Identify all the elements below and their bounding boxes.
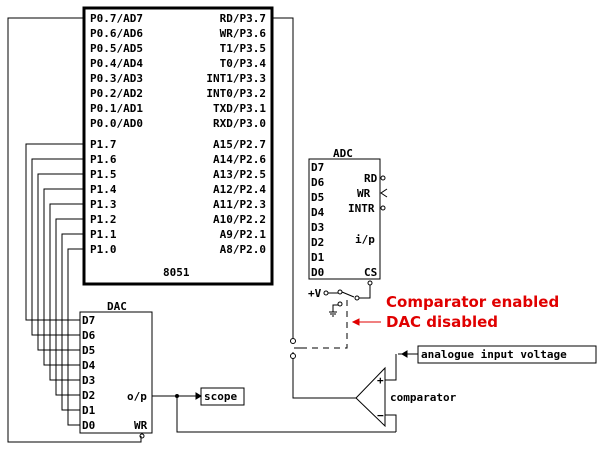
wire-comp-out bbox=[292, 352, 356, 399]
dac-box bbox=[79, 311, 153, 434]
adc-data-pin: D1 bbox=[311, 251, 325, 264]
mcu-p1-pin: P1.5 bbox=[90, 168, 117, 181]
mcu-p0-pin: P0.1/AD1 bbox=[90, 102, 143, 115]
mcu-p1-pin: P1.2 bbox=[90, 213, 117, 226]
dac-wr: WR bbox=[134, 419, 148, 432]
wire-p37 bbox=[272, 17, 294, 338]
mcu-p3-pin: INT1/P3.3 bbox=[206, 72, 266, 85]
mcu-p3-pin: RD/P3.7 bbox=[220, 12, 266, 25]
mcu-name: 8051 bbox=[163, 266, 190, 279]
mcu-p0-pin: P0.0/AD0 bbox=[90, 117, 143, 130]
mcu-p3-pin: T0/P3.4 bbox=[220, 57, 267, 70]
wire-p07-dac-wr bbox=[7, 17, 142, 443]
adc-name: ADC bbox=[333, 147, 353, 160]
mcu-p1-pin: P1.0 bbox=[90, 243, 117, 256]
adc-data-pin: D4 bbox=[311, 206, 325, 219]
mcu-8051-box bbox=[82, 6, 274, 286]
dac-name: DAC bbox=[107, 300, 127, 313]
adc-data-pin: D2 bbox=[311, 236, 324, 249]
mcu-p0-pin: P0.5/AD5 bbox=[90, 42, 143, 55]
comparator-symbol bbox=[355, 366, 386, 428]
adc-cs: CS bbox=[364, 266, 377, 279]
scope-label: scope bbox=[204, 390, 237, 403]
wire-p1-dac bbox=[37, 173, 84, 351]
mcu-p3-pin: TXD/P3.1 bbox=[213, 102, 266, 115]
mcu-p3-pin: RXD/P3.0 bbox=[213, 117, 266, 130]
mcu-p2-pin: A15/P2.7 bbox=[213, 138, 266, 151]
adc-data-pin: D6 bbox=[311, 176, 325, 189]
dac-op: o/p bbox=[127, 390, 147, 403]
mcu-p0-pin: P0.3/AD3 bbox=[90, 72, 143, 85]
dac-data-pin: D3 bbox=[82, 374, 95, 387]
mcu-p0-pin: P0.2/AD2 bbox=[90, 87, 143, 100]
mcu-p0-pin: P0.4/AD4 bbox=[90, 57, 143, 70]
mcu-p0-pin: P0.6/AD6 bbox=[90, 27, 143, 40]
scope-box bbox=[200, 387, 245, 406]
dac-data-pin: D7 bbox=[82, 314, 95, 327]
wire-p1-dac bbox=[61, 233, 84, 411]
dac-data-pin: D4 bbox=[82, 359, 96, 372]
comparator-plus: + bbox=[377, 374, 384, 387]
mcu-p1-pin: P1.6 bbox=[90, 153, 117, 166]
comparator-label: comparator bbox=[390, 391, 457, 404]
mcu-p2-pin: A9/P2.1 bbox=[220, 228, 267, 241]
adc-data-pin: D3 bbox=[311, 221, 324, 234]
mcu-p1-pin: P1.1 bbox=[90, 228, 117, 241]
comparator-minus: − bbox=[377, 409, 384, 422]
adc-data-pin: D7 bbox=[311, 161, 324, 174]
annotation-line1: Comparator enabled bbox=[386, 293, 559, 311]
adc-data-pin: D5 bbox=[311, 191, 324, 204]
wire-p1-dac bbox=[49, 203, 84, 381]
dac-data-pin: D1 bbox=[82, 404, 96, 417]
dac-data-pin: D6 bbox=[82, 329, 96, 342]
mcu-p0-pin: P0.7/AD7 bbox=[90, 12, 143, 25]
mcu-p1-pin: P1.4 bbox=[90, 183, 117, 196]
switch-supply: +V bbox=[308, 287, 322, 300]
mcu-p3-pin: T1/P3.5 bbox=[220, 42, 266, 55]
dac-data-pin: D0 bbox=[82, 419, 95, 432]
mcu-p2-pin: A13/P2.5 bbox=[213, 168, 266, 181]
adc-data-pin: D0 bbox=[311, 266, 324, 279]
mcu-p2-pin: A10/P2.2 bbox=[213, 213, 266, 226]
adc-wr: WR bbox=[357, 187, 371, 200]
mcu-p2-pin: A11/P2.3 bbox=[213, 198, 266, 211]
mcu-p2-pin: A8/P2.0 bbox=[220, 243, 266, 256]
mcu-p3-pin: WR/P3.6 bbox=[220, 27, 267, 40]
wire-p1-dac bbox=[67, 248, 84, 426]
adc-intr: INTR bbox=[348, 202, 375, 215]
analogue-label: analogue input voltage bbox=[421, 348, 567, 361]
mcu-p2-pin: A12/P2.4 bbox=[213, 183, 266, 196]
adc-rd: RD bbox=[364, 172, 378, 185]
mcu-p1-pin: P1.7 bbox=[90, 138, 117, 151]
dac-data-pin: D2 bbox=[82, 389, 95, 402]
adc-ip: i/p bbox=[355, 233, 375, 246]
wire-p1-dac bbox=[31, 158, 84, 336]
wire-p1-dac bbox=[25, 143, 84, 321]
mcu-p1-pin: P1.3 bbox=[90, 198, 117, 211]
adc-box bbox=[308, 158, 381, 280]
dac-data-pin: D5 bbox=[82, 344, 95, 357]
annotation-line2: DAC disabled bbox=[386, 313, 498, 331]
mcu-p2-pin: A14/P2.6 bbox=[213, 153, 266, 166]
mcu-p3-pin: INT0/P3.2 bbox=[206, 87, 266, 100]
